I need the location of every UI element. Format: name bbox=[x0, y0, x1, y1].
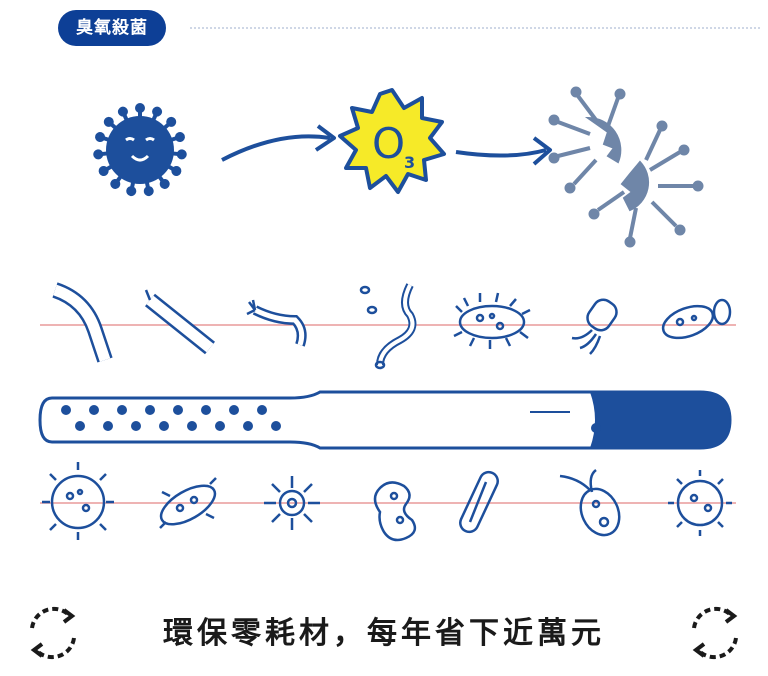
microbe-icon bbox=[264, 476, 320, 530]
microbe-icon bbox=[159, 477, 217, 529]
ozone-symbol: O bbox=[372, 119, 405, 168]
microbe-icon bbox=[453, 292, 531, 349]
recycle-icon bbox=[692, 606, 738, 660]
recycle-icon bbox=[30, 606, 76, 660]
ozone-burst-icon: O 3 bbox=[338, 88, 446, 194]
microbe-icon bbox=[359, 283, 417, 370]
microbe-icon bbox=[52, 282, 113, 363]
footer-slogan: 環保零耗材，每年省下近萬元 bbox=[163, 616, 605, 651]
microbe-icon bbox=[559, 469, 621, 537]
microbe-icon bbox=[373, 481, 417, 542]
microbe-icon bbox=[459, 470, 499, 534]
microbe-icon bbox=[668, 470, 732, 536]
ozone-subscript: 3 bbox=[404, 153, 415, 172]
broken-germ-icon bbox=[548, 86, 704, 248]
microbe-row-2 bbox=[42, 462, 732, 542]
arrow-right-icon bbox=[455, 136, 552, 166]
microbe-icon bbox=[42, 462, 114, 540]
arrow-right-icon bbox=[221, 124, 336, 162]
microbe-icon bbox=[571, 298, 618, 355]
microbe-icon bbox=[246, 299, 307, 347]
ozone-sterilization-badge: 臭氧殺菌 bbox=[58, 10, 166, 46]
microbe-row-1 bbox=[52, 282, 732, 370]
dotted-divider bbox=[190, 27, 760, 29]
germ-icon bbox=[90, 101, 190, 200]
toothbrush-icon bbox=[38, 390, 732, 450]
microbe-icon bbox=[661, 298, 732, 340]
microbe-icon bbox=[144, 289, 215, 355]
